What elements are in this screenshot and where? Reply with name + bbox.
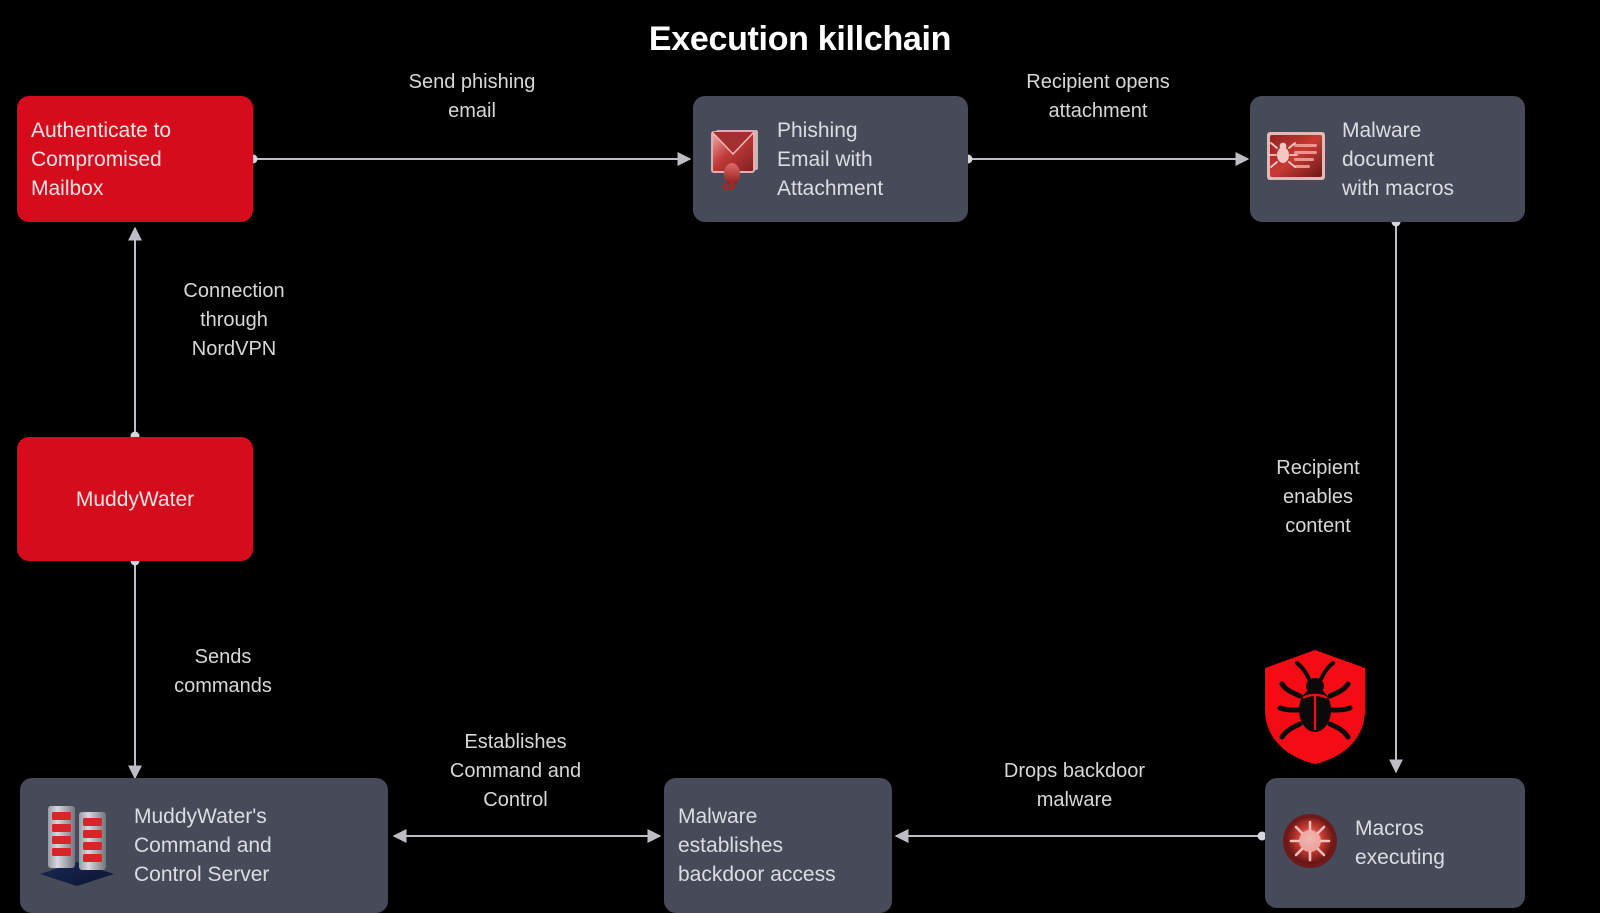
node-muddywater[interactable]: MuddyWater xyxy=(17,437,253,561)
page-title: Execution killchain xyxy=(648,20,952,58)
node-macros-executing[interactable]: Macros executing xyxy=(1265,778,1525,908)
node-label: Malware document with macros xyxy=(1342,118,1455,200)
edge-label-establishes-command-and-control: Establishes Command and Control xyxy=(449,731,582,811)
node-label: Authenticate to Compromised Mailbox xyxy=(31,118,172,200)
virus-disc-icon xyxy=(1279,810,1341,877)
node-label: Phishing Email with Attachment xyxy=(777,118,884,200)
server-rack-icon xyxy=(34,798,120,893)
edge-label-send-phishing-email: Send phishing email xyxy=(408,71,536,122)
node-label: MuddyWater's Command and Control Server xyxy=(134,805,272,886)
node-phishing-email-with-attachment[interactable]: Phishing Email with Attachment xyxy=(693,96,968,222)
email-envelope-icon xyxy=(707,124,763,195)
edge-label-recipient-opens-attachment: Recipient opens attachment xyxy=(1026,71,1170,122)
edge-label-drops-backdoor-malware: Drops backdoor malware xyxy=(1003,760,1146,811)
document-with-bug-icon xyxy=(1264,128,1328,191)
edge-label-connection-through-nordvpn: Connection through NordVPN xyxy=(183,280,285,360)
node-label: Malware establishes backdoor access xyxy=(678,805,836,886)
node-malware-establishes-backdoor-access[interactable]: Malware establishes backdoor access xyxy=(664,778,892,913)
shield-bug-icon xyxy=(1259,648,1371,771)
node-muddywater-command-and-control-server[interactable]: MuddyWater's Command and Control Server xyxy=(20,778,388,913)
node-label: Macros executing xyxy=(1355,817,1445,869)
node-malware-document-with-macros[interactable]: Malware document with macros xyxy=(1250,96,1525,222)
node-label: MuddyWater xyxy=(75,487,195,511)
edge-label-sends-commands: Sends commands xyxy=(174,646,272,697)
node-authenticate-to-compromised-mailbox[interactable]: Authenticate to Compromised Mailbox xyxy=(17,96,253,222)
edge-label-recipient-enables-content: Recipient enables content xyxy=(1276,457,1360,537)
